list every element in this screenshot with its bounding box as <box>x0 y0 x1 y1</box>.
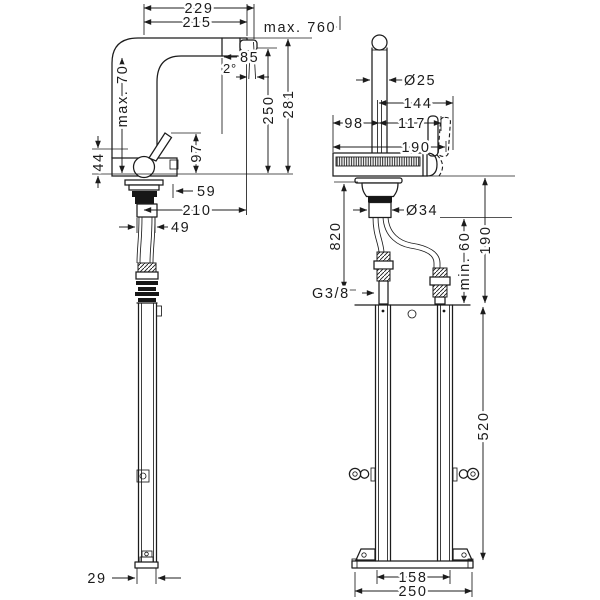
dim-97: 97 <box>189 143 205 162</box>
box-feet <box>355 548 473 561</box>
dim-250-base: 250 <box>399 584 428 600</box>
dim-max-760: max. 760 <box>264 20 336 36</box>
dimension-lines-front <box>332 77 488 594</box>
dim-59: 59 <box>197 184 216 200</box>
hoses-front <box>372 216 451 305</box>
mounting-box-side <box>134 302 162 569</box>
dim-520: 520 <box>476 412 492 441</box>
spout-outline <box>111 37 258 159</box>
handle-pivot <box>132 155 156 179</box>
dim-250-height: 250 <box>261 96 277 125</box>
dim-190-offset: 190 <box>478 226 494 255</box>
rail-clamp-left <box>348 467 376 482</box>
dim-44: 44 <box>91 152 107 171</box>
dim-2deg: 2° <box>223 61 237 76</box>
rail-clamp-right <box>452 467 480 482</box>
pipe-ball-top <box>371 34 388 51</box>
dim-210: 210 <box>183 203 212 219</box>
side-view: 229 215 max. 760 85 2° max. 70 250 281 4… <box>85 0 341 590</box>
dim-29: 29 <box>87 571 106 587</box>
dim-max-70: max. 70 <box>115 65 131 128</box>
dim-min-60: min. 60 <box>457 232 473 291</box>
dim-117: 117 <box>398 116 426 132</box>
dimension-lines-side <box>95 5 338 581</box>
dim-d34: Ø34 <box>406 203 438 219</box>
dim-g38: G3/8 <box>312 286 350 302</box>
dim-215: 215 <box>183 15 212 31</box>
dim-49: 49 <box>171 220 190 236</box>
front-view: Ø25 144 98 117 190 Ø34 820 G3/8 min. 60 … <box>310 34 515 600</box>
base-and-shank-side <box>124 179 164 302</box>
faucet-pipe-front <box>371 34 388 154</box>
pullout-grip-tilted <box>437 116 451 157</box>
dim-98: 98 <box>344 116 363 132</box>
dim-820: 820 <box>328 222 344 251</box>
dim-144: 144 <box>404 96 433 112</box>
spray-channel <box>335 156 421 167</box>
dim-281: 281 <box>281 90 297 119</box>
dim-158: 158 <box>399 570 428 586</box>
dim-d25: Ø25 <box>404 73 436 89</box>
dim-190-width: 190 <box>402 140 431 156</box>
aerator-nub <box>239 39 258 52</box>
rail-clamp-side <box>136 469 150 483</box>
handle-lever <box>148 132 173 162</box>
mounting-box-front <box>348 304 480 569</box>
dim-85: 85 <box>240 50 259 66</box>
base-and-shank-front <box>354 177 403 219</box>
box-top-hole <box>407 309 417 319</box>
dim-229: 229 <box>185 1 214 17</box>
faucet-body-side <box>111 132 179 179</box>
